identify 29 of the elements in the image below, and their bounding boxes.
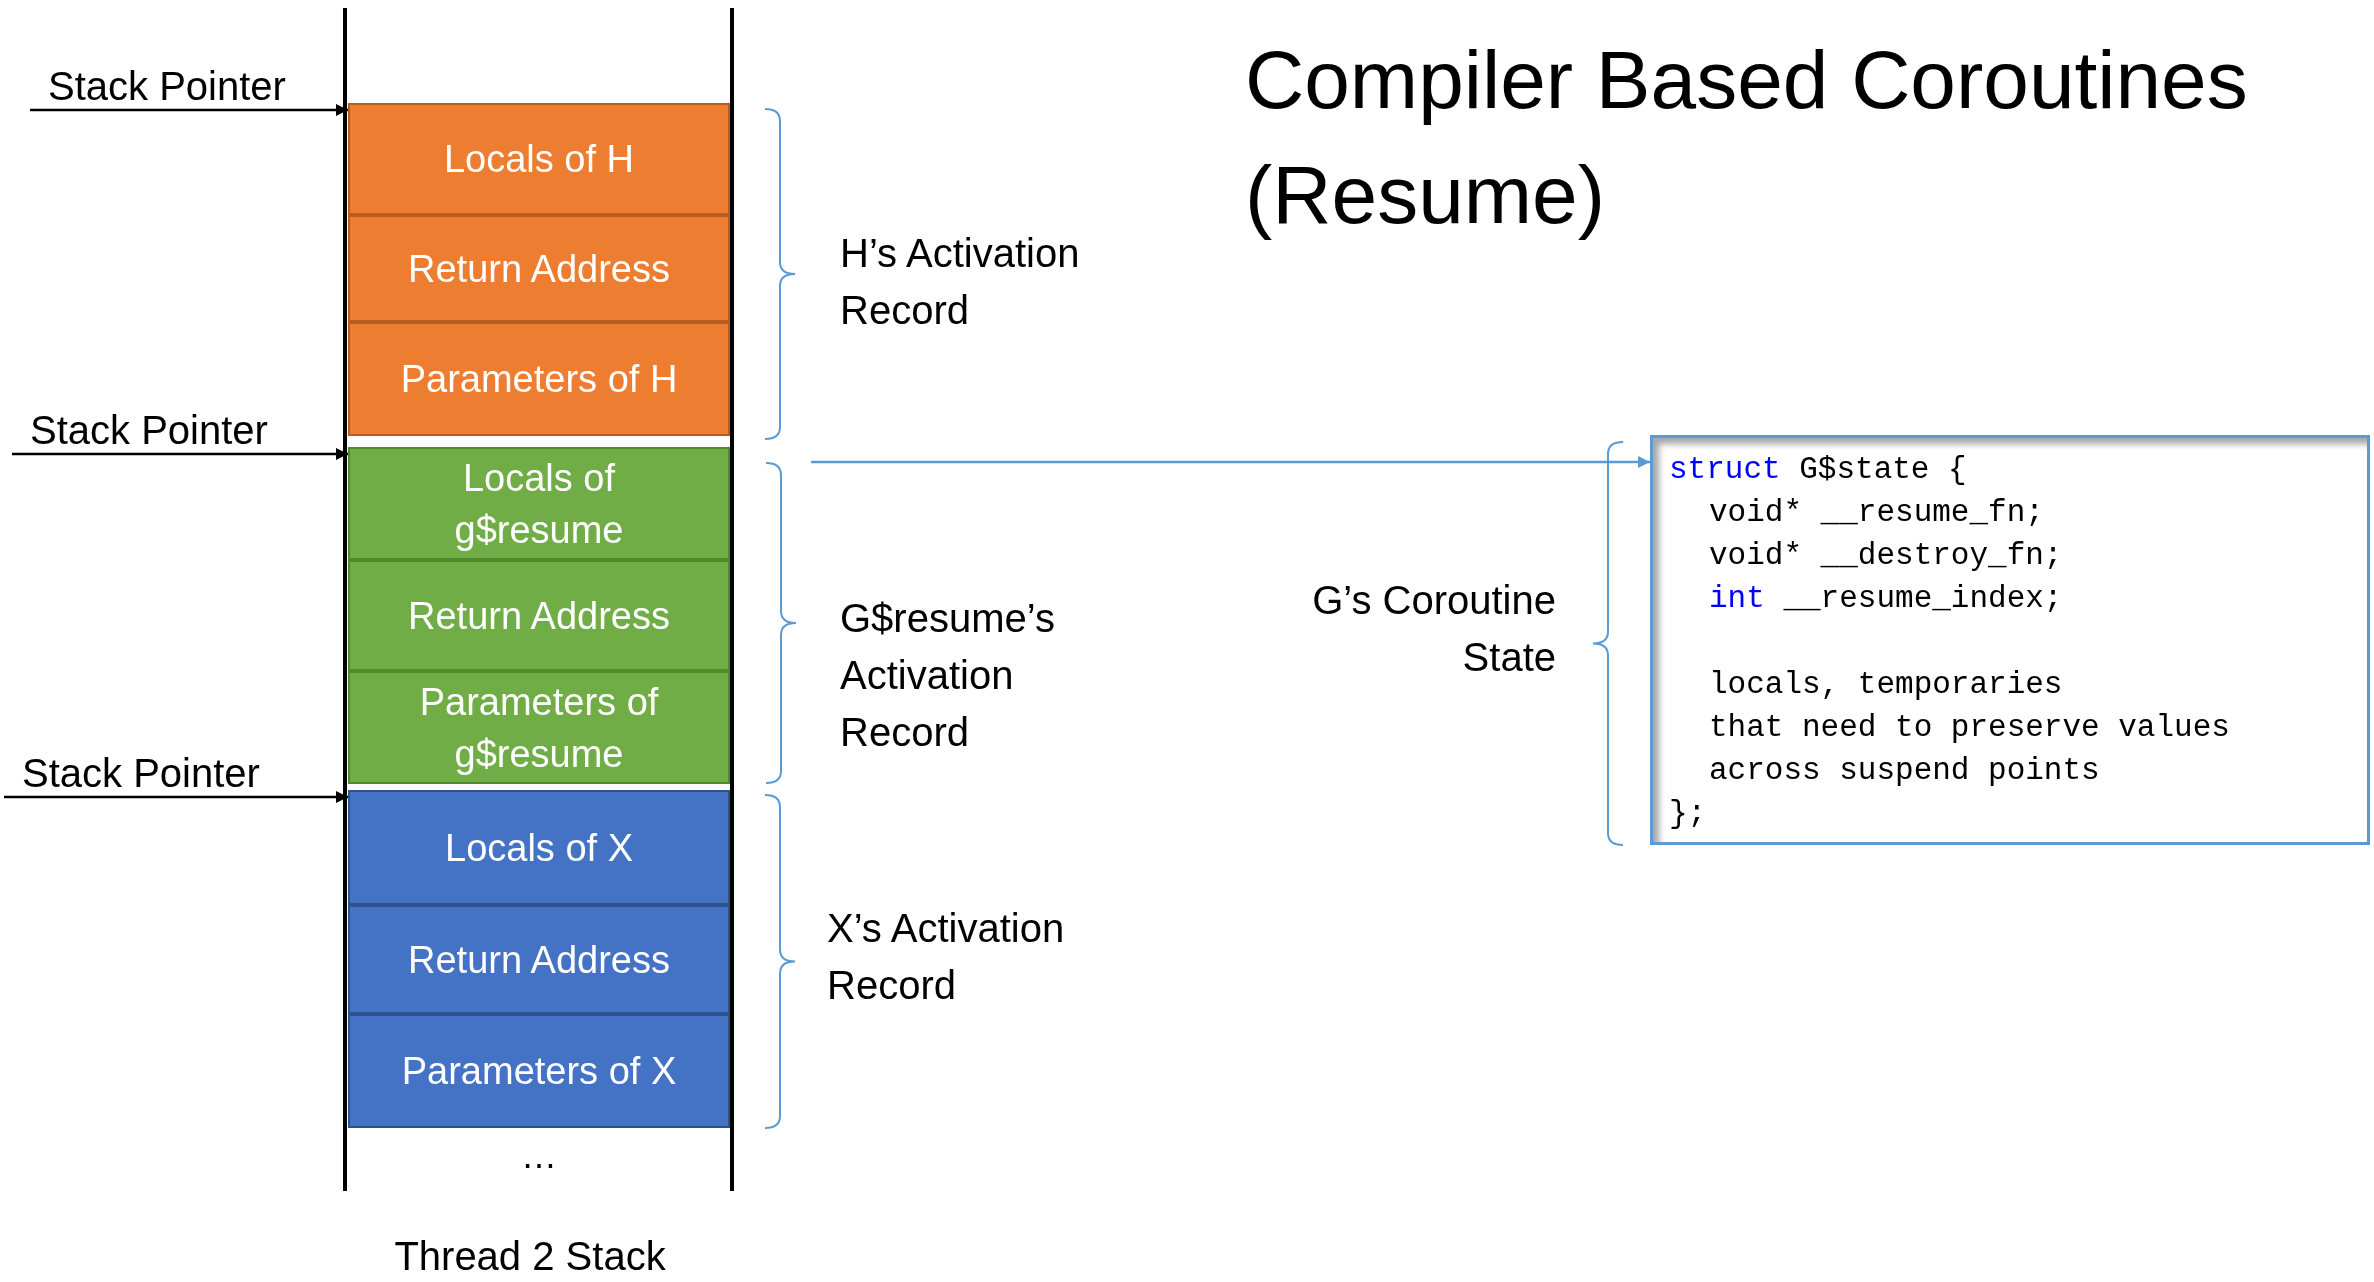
stack-caption: Thread 2 Stack [393,1233,667,1280]
code-line: locals, temporaries [1709,666,2063,704]
stack-frame-slot: Return Address [348,905,730,1014]
bracket-label: H’s Activation Record [840,230,1081,334]
stack-frame-slot: Locals of g$resume [348,447,730,560]
code-line: }; [1669,795,1707,833]
code-line: across suspend points [1709,752,2100,790]
stack-frame-slot: Parameters of X [348,1014,730,1128]
arrow [811,456,1650,468]
code-box [1650,435,2370,845]
code-line: void* __resume_fn; [1709,494,2044,532]
pointer-label: Stack Pointer [30,62,320,110]
bracket-label: G$resume’s Activation Record [840,595,1056,756]
code-line: int __resume_index; [1709,580,2063,618]
code-line: that need to preserve values [1709,709,2230,747]
pointer-label: Stack Pointer [4,749,294,797]
title: Compiler Based Coroutines (Resume) [1245,33,2249,242]
stack-frame-slot: Return Address [348,215,730,322]
stack-frame-slot: Return Address [348,560,730,671]
pointer-label: Stack Pointer [12,406,302,454]
bracket-label: G’s Coroutine State [1311,577,1556,681]
bracket-label: X’s Activation Record [827,905,1066,1009]
code-line: struct G$state { [1669,451,1967,489]
stack-frame-slot: Parameters of H [348,322,730,436]
ellipsis-text: … [520,1136,558,1176]
stack-frame-slot: Locals of H [348,103,730,215]
code-line: void* __destroy_fn; [1709,537,2063,575]
stack-frame-slot: Parameters of g$resume [348,671,730,784]
stack-frame-slot: Locals of X [348,790,730,905]
